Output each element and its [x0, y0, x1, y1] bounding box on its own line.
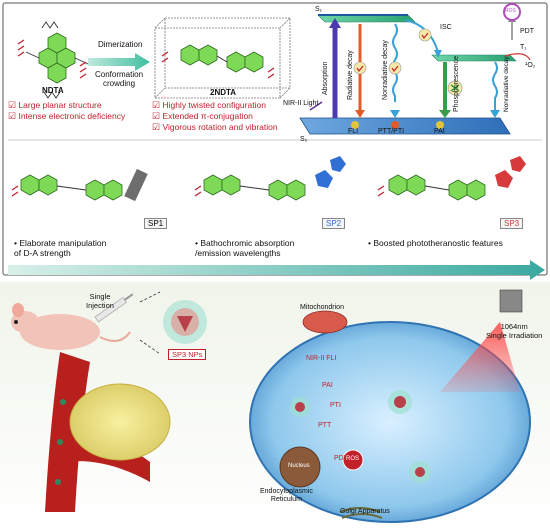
bottom-panel-graphics: [0, 282, 550, 528]
check-icon: ☑: [8, 100, 17, 110]
two-ndta-label: 2NDTA: [210, 88, 237, 97]
ndta-molecule: [25, 32, 89, 84]
ros-badge: [342, 449, 364, 471]
o2-label: ¹O₂: [525, 62, 536, 69]
tumor: [69, 383, 171, 461]
pai-label: PAI: [434, 128, 445, 135]
er-label: Endocytoplasmic Reticulum: [260, 488, 313, 503]
check-icon: ☑: [152, 111, 161, 121]
bullet-3: • Boosted phototheranostic features: [368, 238, 503, 248]
phosphorescence-label: Phosphorescence: [453, 55, 460, 112]
top-panel-graphics: [2, 2, 548, 280]
fli-label: FLI: [348, 128, 359, 135]
injection-label: Single Injection: [86, 292, 114, 310]
nucleus-label: Nucleus: [288, 463, 310, 469]
polymer-sp2: [194, 156, 346, 201]
check-icon: ☑: [8, 111, 17, 121]
app-pdt: PDT: [334, 455, 348, 462]
app-nir-ii-fli: NIR-II FLI: [306, 355, 337, 362]
nonradiative-label: Nonradiative decay: [382, 40, 389, 100]
ros-top-label: ROS: [505, 8, 516, 14]
nucleus-icon: [279, 446, 321, 488]
app-ptt: PTT: [318, 422, 332, 429]
dimerization-arrow: [88, 53, 150, 71]
laser-head: [499, 289, 523, 313]
jablonski-diagram: [299, 3, 531, 135]
rotation-arrows-ndta: [17, 39, 87, 79]
polymer-sp1: [11, 168, 148, 202]
ptt-pti-label: PTT/PTI: [378, 128, 405, 135]
radiative-label: Radiative decay: [347, 50, 354, 100]
app-pti: PTI: [330, 402, 341, 409]
bullet-1: • Elaborate manipulation of D-A strength: [14, 238, 107, 258]
sp1-label: SP1: [144, 218, 168, 229]
s1-label: S₁: [315, 6, 323, 13]
nonradiative-t-label: Nonradiative decay: [503, 56, 510, 112]
sp3-nps-label: SP3 NPs: [168, 349, 207, 360]
sp3-label: SP3: [500, 218, 524, 229]
laser-label: 1064nm Single Irradiation: [486, 322, 543, 340]
mitochondrion-label: Mitochondrion: [300, 304, 344, 311]
laser-beam: [440, 322, 520, 392]
two-ndta-box: [154, 17, 291, 99]
isc-label: ISC: [440, 24, 452, 31]
crowding-label: crowding: [103, 79, 136, 88]
bullet-2: • Bathochromic absorption /emission wave…: [195, 238, 295, 258]
sp3-nanoparticle: [163, 300, 207, 344]
mouse: [11, 303, 131, 350]
feature-rotation: ☑ Vigorous rotation and vibration: [152, 122, 278, 132]
t1-label: T₁: [520, 44, 527, 51]
nir-light-label: NIR-II Light: [283, 100, 319, 107]
conformation-label: Conformation: [95, 70, 144, 79]
absorption-label: Absorption: [322, 61, 329, 95]
s0-label: S₀: [300, 136, 308, 143]
rotation-arrows-2ndta: [161, 51, 275, 79]
polymer-sp3: [377, 156, 526, 201]
pdt-top-label: PDT: [520, 28, 534, 35]
mitochondrion-icon: [302, 310, 348, 334]
alkyl-chains-ndta: [41, 21, 61, 99]
cell-nanoparticles: [290, 390, 431, 483]
check-icon: ☑: [152, 122, 161, 132]
progression-arrow: [8, 260, 545, 280]
two-ndta-molecule: [180, 44, 264, 73]
ndta-label: NDTA: [42, 86, 64, 95]
check-icon: ☑: [152, 100, 161, 110]
top-panel-frame: [2, 2, 548, 276]
golgi-icon: [339, 507, 383, 519]
app-pai: PAI: [322, 382, 333, 389]
syringe: [94, 293, 134, 323]
feature-conjugation: ☑ Extended π-conjugation: [152, 111, 253, 121]
sp2-label: SP2: [322, 218, 346, 229]
golgi-label: Golgi Apparatus: [340, 508, 390, 515]
dimerization-label: Dimerization: [98, 40, 143, 49]
feature-twisted: ☑ Highly twisted configuration: [152, 100, 266, 110]
feature-deficiency: ☑ Intense electronic deficiency: [8, 111, 126, 121]
ros-bottom-label: ROS: [346, 456, 360, 462]
feature-planar: ☑ Large planar structure: [8, 100, 102, 110]
